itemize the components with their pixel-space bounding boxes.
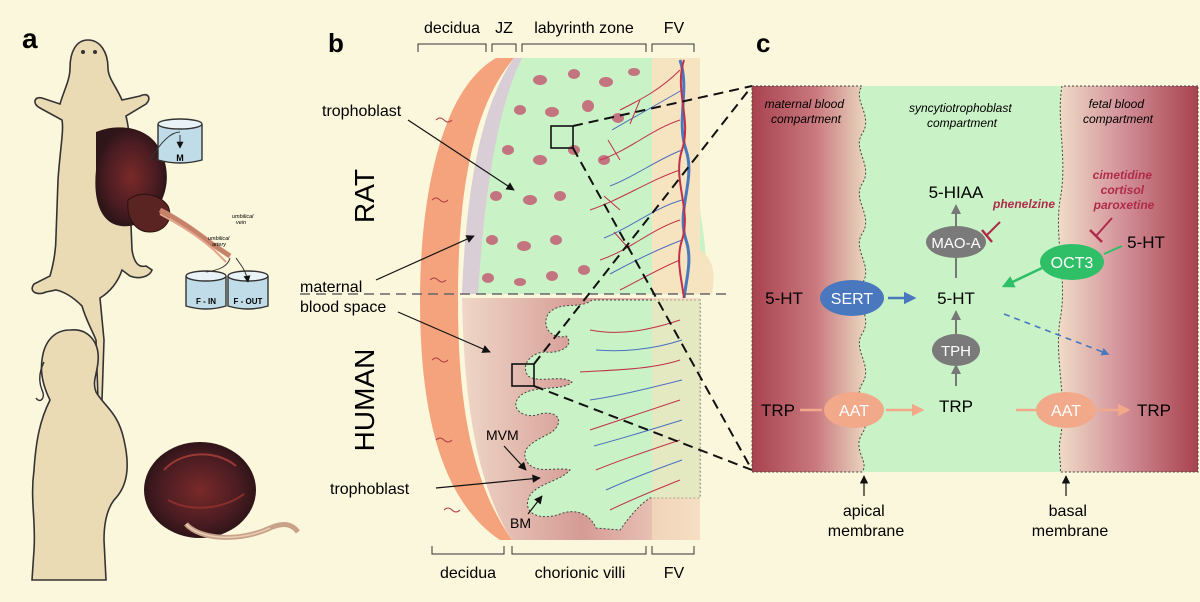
label-trophoblast-human: trophoblast (330, 481, 410, 498)
rat-labyrinth-zone (462, 58, 706, 294)
maternal-compartment (751, 85, 867, 473)
molecule-5-hiaa: 5-HIAA (929, 183, 984, 202)
molecule-trp-left: TRP (761, 401, 795, 420)
umbilical-cord (158, 207, 232, 259)
species-rat: RAT (349, 169, 380, 223)
label-mvm: MVM (486, 427, 519, 443)
region-decidua-bottom: decidua (440, 565, 496, 582)
molecule-trp-right: TRP (1137, 401, 1171, 420)
panel-b: b decidua JZ labyrinth zone FV decidua c… (300, 20, 753, 582)
rat-capillaries (589, 69, 683, 291)
region-fv-top: FV (664, 20, 685, 37)
label-apical-membrane: apical membrane (828, 503, 905, 540)
title-fetal-compartment: fetal blood compartment (1083, 97, 1154, 126)
transporter-sert: SERT (820, 280, 884, 316)
transporter-aat-right-label: AAT (1051, 403, 1081, 420)
zoom-box-human (511, 363, 535, 387)
fetal-compartment (1057, 85, 1199, 473)
enzyme-maoa: MAO-A (926, 226, 986, 258)
arrow-5ht-to-fetal (1003, 313, 1110, 356)
umbilical-artery-label: umbilical artery (208, 236, 231, 248)
decidua-vessels (429, 117, 461, 513)
panel-c: c maternal blood compartment syncytiotro… (751, 28, 1199, 540)
title-maternal-compartment: maternal blood compartment (765, 97, 848, 126)
enzyme-maoa-label: MAO-A (931, 235, 980, 252)
pregnant-woman-silhouette (31, 329, 128, 581)
human-placenta-image (144, 442, 300, 540)
umbilical-vein-label: umbilical vein (232, 214, 255, 226)
enzyme-tph: TPH (932, 334, 980, 366)
inhibitor-oct3-list: cimetidine cortisol paroxetine (1093, 168, 1156, 212)
junctional-zone (462, 58, 522, 294)
transporter-sert-label: SERT (831, 291, 874, 308)
label-maternal-blood-space: maternal blood space (300, 279, 386, 316)
region-fv-bottom: FV (664, 565, 685, 582)
reservoir-f-in: F - IN (185, 270, 227, 310)
transporter-aat-left: AAT (824, 392, 884, 428)
molecule-trp-center: TRP (939, 397, 973, 416)
species-human: HUMAN (349, 349, 380, 452)
label-trophoblast-rat: trophoblast (322, 103, 402, 120)
zoom-connector-lines (533, 85, 753, 471)
region-labyrinth: labyrinth zone (534, 20, 634, 37)
region-jz: JZ (495, 20, 513, 37)
region-decidua-top: decidua (424, 20, 480, 37)
title-syncytio-compartment: syncytiotrophoblast compartment (909, 101, 1015, 130)
transporter-aat-left-label: AAT (839, 403, 869, 420)
molecule-5-ht-left: 5-HT (765, 289, 803, 308)
panel-label-b: b (328, 28, 344, 58)
reservoir-f-in-label: F - IN (196, 297, 216, 306)
panel-label-c: c (756, 28, 770, 58)
label-bm: BM (510, 515, 531, 531)
inhibitor-phenelzine: phenelzine (992, 197, 1055, 211)
molecule-5-ht-right: 5-HT (1127, 233, 1165, 252)
transporter-aat-right: AAT (1036, 392, 1096, 428)
transporter-oct3: OCT3 (1040, 244, 1104, 280)
region-chorionic-villi: chorionic villi (535, 565, 626, 582)
label-basal-membrane: basal membrane (1032, 503, 1109, 540)
transporter-oct3-label: OCT3 (1051, 255, 1094, 272)
reservoir-f-out: F - OUT (227, 270, 269, 310)
zoom-box-rat (550, 125, 574, 149)
human-capillaries (579, 319, 683, 511)
panel-label-a: a (22, 23, 38, 54)
reservoir-m-label: M (176, 153, 184, 163)
enzyme-tph-label: TPH (941, 343, 971, 360)
molecule-5-ht-center: 5-HT (937, 289, 975, 308)
reservoir-f-out-label: F - OUT (234, 297, 263, 306)
panel-a: a M F - IN F - OUT (22, 23, 300, 581)
decidua-layer (420, 58, 514, 540)
